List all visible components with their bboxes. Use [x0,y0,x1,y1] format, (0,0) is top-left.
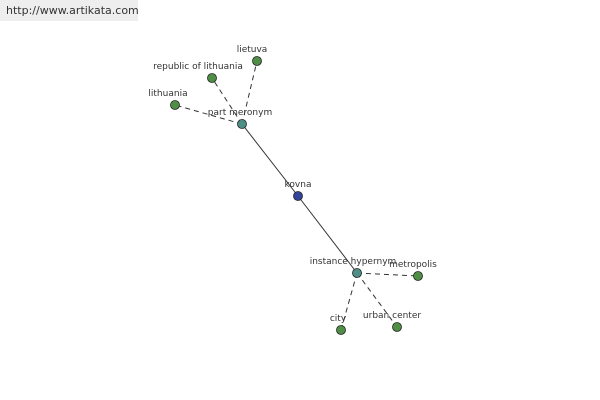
node-label-city[interactable]: city [330,314,347,324]
node-kovna[interactable] [293,191,303,201]
node-label-republic-of-lithuania[interactable]: republic of lithuania [153,62,243,72]
node-urban-center[interactable] [392,322,402,332]
edge-part-meronym-to-lithuania [174,104,243,125]
node-metropolis[interactable] [413,271,423,281]
node-part-meronym[interactable] [237,119,247,129]
edge-part-meronym-to-lietuva [241,60,258,125]
edge-part-meronym-to-republic-of-lithuania [211,77,243,125]
node-label-instance-hypernym[interactable]: instance hypernym [310,257,397,267]
node-republic-of-lithuania[interactable] [207,73,217,83]
node-instance-hypernym[interactable] [352,268,362,278]
node-city[interactable] [336,325,346,335]
node-label-lietuva[interactable]: lietuva [237,45,268,55]
node-label-kovna[interactable]: kovna [285,180,312,190]
edge-instance-hypernym-to-metropolis [356,272,419,277]
node-label-lithuania[interactable]: lithuania [148,89,187,99]
node-lietuva[interactable] [252,56,262,66]
edge-kovna-to-part-meronym [241,123,299,197]
node-label-part-meronym[interactable]: part meronym [208,108,272,118]
edge-instance-hypernym-to-city [340,272,358,331]
node-lithuania[interactable] [170,100,180,110]
watermark-url[interactable]: http://www.artikata.com [0,0,139,21]
edge-kovna-to-instance-hypernym [297,195,358,274]
node-label-metropolis[interactable]: metropolis [389,260,437,270]
edge-instance-hypernym-to-urban-center [356,272,398,328]
node-label-urban-center[interactable]: urban center [363,311,421,321]
